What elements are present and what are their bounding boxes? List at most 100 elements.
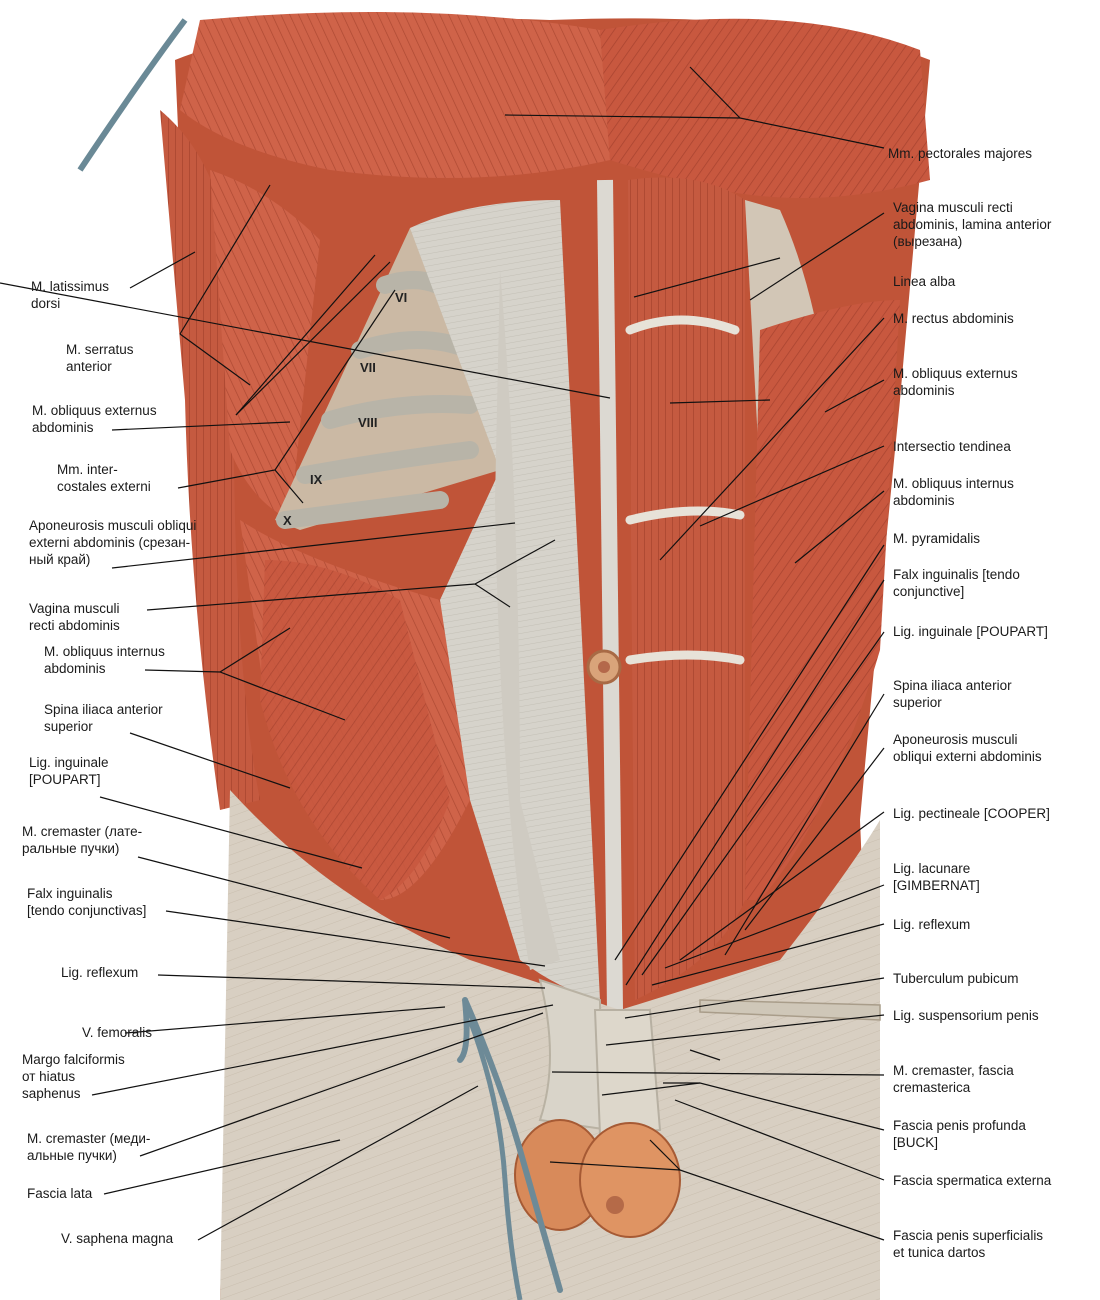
label-line: Lig. inguinale bbox=[29, 755, 109, 770]
label-line: Falx inguinalis bbox=[27, 886, 113, 901]
label-line: Mm. pectorales majores bbox=[888, 146, 1033, 161]
label-line: Lig. pectineale [COOPER] bbox=[893, 806, 1050, 821]
label-spermatica: Fascia spermatica externa bbox=[893, 1172, 1051, 1189]
label-line: [POUPART] bbox=[29, 772, 101, 787]
label-line: M. obliquus internus bbox=[44, 644, 165, 659]
label-reflexum-left: Lig. reflexum bbox=[61, 964, 138, 981]
label-line: Spina iliaca anterior bbox=[44, 702, 163, 717]
label-obl-ext-right: M. obliquus externus abdominis bbox=[893, 365, 1018, 399]
label-aponeurosis-left: Aponeurosis musculi obliqui externi abdom… bbox=[29, 517, 196, 568]
label-line: M. obliquus externus bbox=[893, 366, 1018, 381]
label-spina-left: Spina iliaca anterior superior bbox=[44, 701, 163, 735]
label-line: M. latissimus bbox=[31, 279, 110, 294]
label-line: abdominis bbox=[893, 383, 955, 398]
label-line: et tunica dartos bbox=[893, 1245, 986, 1260]
label-buck: Fascia penis profunda [BUCK] bbox=[893, 1117, 1026, 1151]
label-line: [BUCK] bbox=[893, 1135, 939, 1150]
label-line: M. pyramidalis bbox=[893, 531, 981, 546]
label-line: saphenus bbox=[22, 1086, 81, 1101]
fascia-flap bbox=[699, 999, 881, 1021]
label-line: abdominis bbox=[32, 420, 94, 435]
label-pyramidalis: M. pyramidalis bbox=[893, 530, 980, 547]
rectus-abdominis bbox=[628, 177, 745, 1000]
rib-number: X bbox=[283, 513, 292, 528]
label-falx-left: Falx inguinalis [tendo conjunctivas] bbox=[27, 885, 146, 919]
label-line: V. femoralis bbox=[82, 1025, 153, 1040]
vagina-recti bbox=[495, 270, 560, 970]
label-line: Falx inguinalis [tendo bbox=[893, 567, 1020, 582]
rib-number: IX bbox=[310, 472, 323, 487]
label-intercostales: Mm. inter-costales externi bbox=[57, 461, 151, 495]
label-line: Tuberculum pubicum bbox=[893, 971, 1019, 986]
label-line: Fascia spermatica externa bbox=[893, 1173, 1052, 1188]
label-line: Aponeurosis musculi obliqui bbox=[29, 518, 197, 533]
label-lat-dorsi: M. latissimus dorsi bbox=[31, 278, 109, 312]
rib-number: VIII bbox=[358, 415, 378, 430]
label-line: externi abdominis (срезан- bbox=[29, 535, 191, 550]
leader-lines bbox=[0, 66, 885, 1241]
latissimus-left bbox=[160, 110, 260, 810]
label-line: от hiatus bbox=[22, 1069, 76, 1084]
label-line: Linea alba bbox=[893, 274, 956, 289]
label-line: Lig. suspensorium penis bbox=[893, 1008, 1039, 1023]
label-line: abdominis, lamina anterior bbox=[893, 217, 1052, 232]
label-line: costales externi bbox=[57, 479, 151, 494]
label-falx-right: Falx inguinalis [tendo conjunctive] bbox=[893, 566, 1020, 600]
label-line: M. obliquus externus bbox=[32, 403, 157, 418]
label-cremaster-lateral: M. cremaster (лате-ральные пучки) bbox=[22, 823, 142, 857]
label-pectorales: Mm. pectorales majores bbox=[888, 145, 1032, 162]
label-line: conjunctive] bbox=[893, 584, 965, 599]
label-v-femoralis: V. femoralis bbox=[82, 1024, 152, 1041]
label-line: ный край) bbox=[29, 552, 91, 567]
label-line: M. obliquus internus bbox=[893, 476, 1014, 491]
label-line: M. cremaster (лате- bbox=[22, 824, 143, 839]
label-line: V. saphena magna bbox=[61, 1231, 174, 1246]
label-vagina-left: Vagina musculi recti abdominis bbox=[29, 600, 120, 634]
label-line: Fascia penis superficialis bbox=[893, 1228, 1044, 1243]
label-line: Fascia penis profunda bbox=[893, 1118, 1026, 1133]
label-line: anterior bbox=[66, 359, 112, 374]
arm-vein bbox=[77, 18, 188, 172]
label-line: superior bbox=[893, 695, 942, 710]
pectoralis-left bbox=[180, 12, 610, 178]
label-line: superior bbox=[44, 719, 93, 734]
label-dartos: Fascia penis superficialis et tunica dart… bbox=[893, 1227, 1043, 1261]
label-line: abdominis bbox=[44, 661, 106, 676]
label-v-saphena: V. saphena magna bbox=[61, 1230, 173, 1247]
linea-alba bbox=[597, 179, 623, 1011]
label-line: obliqui externi abdominis bbox=[893, 749, 1042, 764]
pectoralis-right bbox=[600, 18, 930, 198]
label-cremaster-medial: M. cremaster (меди-альные пучки) bbox=[27, 1130, 150, 1164]
obliquus-internus-right bbox=[745, 300, 900, 900]
label-line: альные пучки) bbox=[27, 1148, 117, 1163]
label-line: Lig. lacunare bbox=[893, 861, 971, 876]
label-line: Fascia lata bbox=[27, 1186, 93, 1201]
label-line: Vagina musculi recti bbox=[893, 200, 1013, 215]
label-line: [GIMBERNAT] bbox=[893, 878, 980, 893]
label-lig-inguinale-left: Lig. inguinale [POUPART] bbox=[29, 754, 109, 788]
label-suspensorium: Lig. suspensorium penis bbox=[893, 1007, 1039, 1024]
serratus-left bbox=[210, 170, 320, 520]
label-line: cremasterica bbox=[893, 1080, 971, 1095]
label-intersectio: Intersectio tendinea bbox=[893, 438, 1011, 455]
label-line: (вырезана) bbox=[893, 234, 963, 249]
label-line: [tendo conjunctivas] bbox=[27, 903, 147, 918]
label-lacunare: Lig. lacunare [GIMBERNAT] bbox=[893, 860, 980, 894]
label-line: recti abdominis bbox=[29, 618, 120, 633]
label-line: Mm. inter- bbox=[57, 462, 118, 477]
label-reflexum-right: Lig. reflexum bbox=[893, 916, 970, 933]
label-line: M. cremaster (меди- bbox=[27, 1131, 151, 1146]
label-line: Vagina musculi bbox=[29, 601, 120, 616]
label-fascia-lata: Fascia lata bbox=[27, 1185, 92, 1202]
obliquus-internus-left bbox=[260, 560, 450, 900]
rib-number: VII bbox=[360, 360, 376, 375]
label-line: dorsi bbox=[31, 296, 61, 311]
label-line: ральные пучки) bbox=[22, 841, 120, 856]
